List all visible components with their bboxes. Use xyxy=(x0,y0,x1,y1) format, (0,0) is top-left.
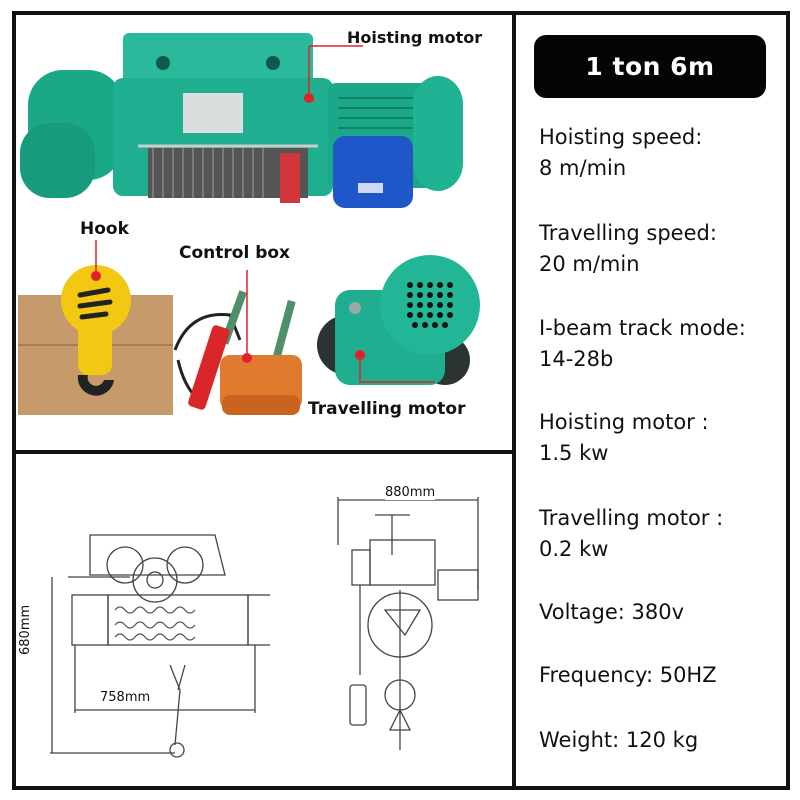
spec-value: 0.2 kw xyxy=(539,537,609,561)
callout-travelling-motor: Travelling motor xyxy=(308,399,466,419)
spec-label: Travelling motor : xyxy=(539,506,724,530)
front-height-dimension: 680mm xyxy=(18,604,33,655)
spec-label: Weight: 120 kg xyxy=(539,728,699,752)
row-divider xyxy=(12,450,516,454)
spec-travelling-speed: Travelling speed: 20 m/min xyxy=(539,218,717,280)
front-width-dimension: 758mm xyxy=(100,690,151,705)
spec-travelling-motor: Travelling motor : 0.2 kw xyxy=(539,503,723,565)
spec-value: 14-28b xyxy=(539,347,614,371)
spec-label: Travelling speed: xyxy=(539,221,717,245)
side-width-dimension: 880mm xyxy=(385,485,436,500)
spec-label: I-beam track mode: xyxy=(539,316,746,340)
front-view-drawing xyxy=(50,534,270,758)
hook-image xyxy=(18,240,173,415)
side-view-drawing xyxy=(337,497,479,750)
column-divider xyxy=(512,11,516,786)
spec-hoisting-speed: Hoisting speed: 8 m/min xyxy=(539,122,702,184)
spec-label: Hoisting motor : xyxy=(539,410,709,434)
callout-hook: Hook xyxy=(80,219,129,239)
outer-frame xyxy=(12,11,790,790)
spec-value: 8 m/min xyxy=(539,156,627,180)
control-box-image xyxy=(173,270,302,415)
spec-hoisting-motor: Hoisting motor : 1.5 kw xyxy=(539,407,709,469)
electric-hoist-image xyxy=(20,33,463,208)
spec-ibeam-track: I-beam track mode: 14-28b xyxy=(539,313,746,375)
spec-label: Hoisting speed: xyxy=(539,125,703,149)
spec-voltage: Voltage: 380v xyxy=(539,597,684,628)
callout-hoisting-motor: Hoisting motor xyxy=(347,28,483,47)
spec-value: 1.5 kw xyxy=(539,441,609,465)
spec-frequency: Frequency: 50HZ xyxy=(539,660,717,691)
spec-value: 20 m/min xyxy=(539,252,640,276)
travelling-motor-image xyxy=(317,255,480,385)
spec-weight: Weight: 120 kg xyxy=(539,725,698,756)
capacity-title-badge: 1 ton 6m xyxy=(534,35,766,98)
spec-label: Voltage: 380v xyxy=(539,600,685,624)
callout-control-box: Control box xyxy=(179,243,291,263)
spec-label: Frequency: 50HZ xyxy=(539,663,717,687)
